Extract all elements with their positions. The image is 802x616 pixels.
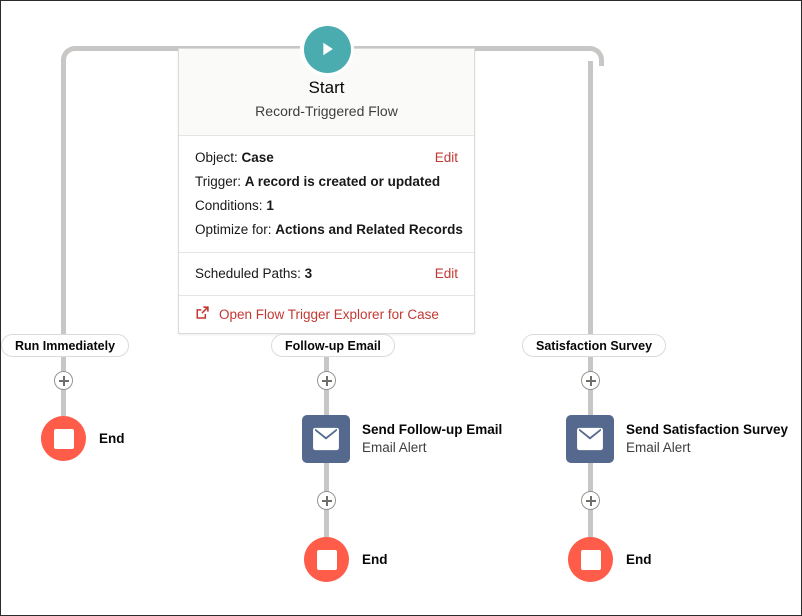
- stop-square-icon: [53, 428, 74, 449]
- stop-square-icon: [316, 549, 337, 570]
- stop-square-icon: [580, 549, 601, 570]
- play-icon: [303, 25, 351, 73]
- detail-value-trigger: A record is created or updated: [244, 174, 441, 189]
- start-subtitle: Record-Triggered Flow: [255, 103, 398, 119]
- action-node-subtype: Email Alert: [362, 440, 427, 455]
- detail-row-conditions: Conditions: 1: [195, 194, 458, 218]
- path-pill-satisfaction-survey[interactable]: Satisfaction Survey: [522, 334, 667, 357]
- action-node-subtype: Email Alert: [626, 440, 691, 455]
- start-card-scheduled-paths: Scheduled Paths: 3 Edit: [179, 253, 474, 296]
- add-element-middle-bottom[interactable]: [317, 491, 336, 510]
- connector-right-vertical-top: [588, 61, 593, 417]
- add-element-left-top[interactable]: [54, 371, 73, 390]
- start-title: Start: [308, 78, 345, 97]
- detail-value-optimize: Actions and Related Records: [275, 222, 463, 237]
- end-icon-circle[interactable]: [41, 416, 86, 461]
- connector-middle-vertical-top: [324, 317, 329, 417]
- detail-label-object: Object:: [195, 150, 238, 165]
- add-element-middle-top[interactable]: [317, 371, 336, 390]
- open-flow-trigger-explorer-label: Open Flow Trigger Explorer for Case: [219, 306, 439, 322]
- start-card-details: Object: Case Edit Trigger: A record is c…: [179, 136, 474, 253]
- path-pill-run-immediately[interactable]: Run Immediately: [1, 334, 130, 357]
- detail-label-scheduled-paths: Scheduled Paths:: [195, 266, 301, 281]
- connector-corner-right: [584, 46, 604, 66]
- detail-value-conditions: 1: [266, 198, 274, 213]
- connector-corner-left: [61, 46, 81, 66]
- end-node-run-immediately[interactable]: End: [41, 416, 125, 461]
- end-node-label: End: [99, 431, 125, 446]
- path-pill-follow-up-email[interactable]: Follow-up Email: [271, 334, 395, 357]
- detail-value-object: Case: [241, 150, 274, 165]
- edit-scheduled-paths-link[interactable]: Edit: [434, 266, 458, 281]
- detail-row-scheduled-paths: Scheduled Paths: 3 Edit: [195, 262, 458, 286]
- edit-object-link[interactable]: Edit: [434, 150, 458, 165]
- end-node-follow-up-email[interactable]: End: [304, 537, 388, 582]
- end-icon-circle[interactable]: [304, 537, 349, 582]
- detail-label-conditions: Conditions:: [195, 198, 263, 213]
- detail-label-trigger: Trigger:: [195, 174, 242, 189]
- end-node-satisfaction-survey[interactable]: End: [568, 537, 652, 582]
- connector-left-vertical: [61, 61, 66, 416]
- envelope-icon: [302, 415, 350, 463]
- action-node-name: Send Follow-up Email: [362, 422, 503, 437]
- add-element-right-bottom[interactable]: [581, 491, 600, 510]
- detail-row-optimize: Optimize for: Actions and Related Record…: [195, 218, 463, 242]
- detail-value-scheduled-paths: 3: [304, 266, 313, 281]
- action-node-send-satisfaction-survey[interactable]: Send Satisfaction Survey Email Alert: [566, 415, 788, 463]
- detail-label-optimize: Optimize for:: [195, 222, 272, 237]
- start-play-badge[interactable]: [300, 22, 354, 76]
- end-icon-circle[interactable]: [568, 537, 613, 582]
- external-link-icon: [195, 305, 210, 323]
- start-element-card[interactable]: Start Record-Triggered Flow Object: Case…: [178, 48, 475, 334]
- end-node-label: End: [362, 552, 388, 567]
- end-node-label: End: [626, 552, 652, 567]
- action-node-name: Send Satisfaction Survey: [626, 422, 789, 437]
- detail-row-trigger: Trigger: A record is created or updated: [195, 170, 458, 194]
- start-card-footer: Open Flow Trigger Explorer for Case: [179, 296, 474, 333]
- envelope-icon: [566, 415, 614, 463]
- detail-row-object: Object: Case Edit: [195, 146, 458, 170]
- add-element-right-top[interactable]: [581, 371, 600, 390]
- open-flow-trigger-explorer-link[interactable]: Open Flow Trigger Explorer for Case: [195, 305, 458, 323]
- action-node-send-follow-up-email[interactable]: Send Follow-up Email Email Alert: [302, 415, 502, 463]
